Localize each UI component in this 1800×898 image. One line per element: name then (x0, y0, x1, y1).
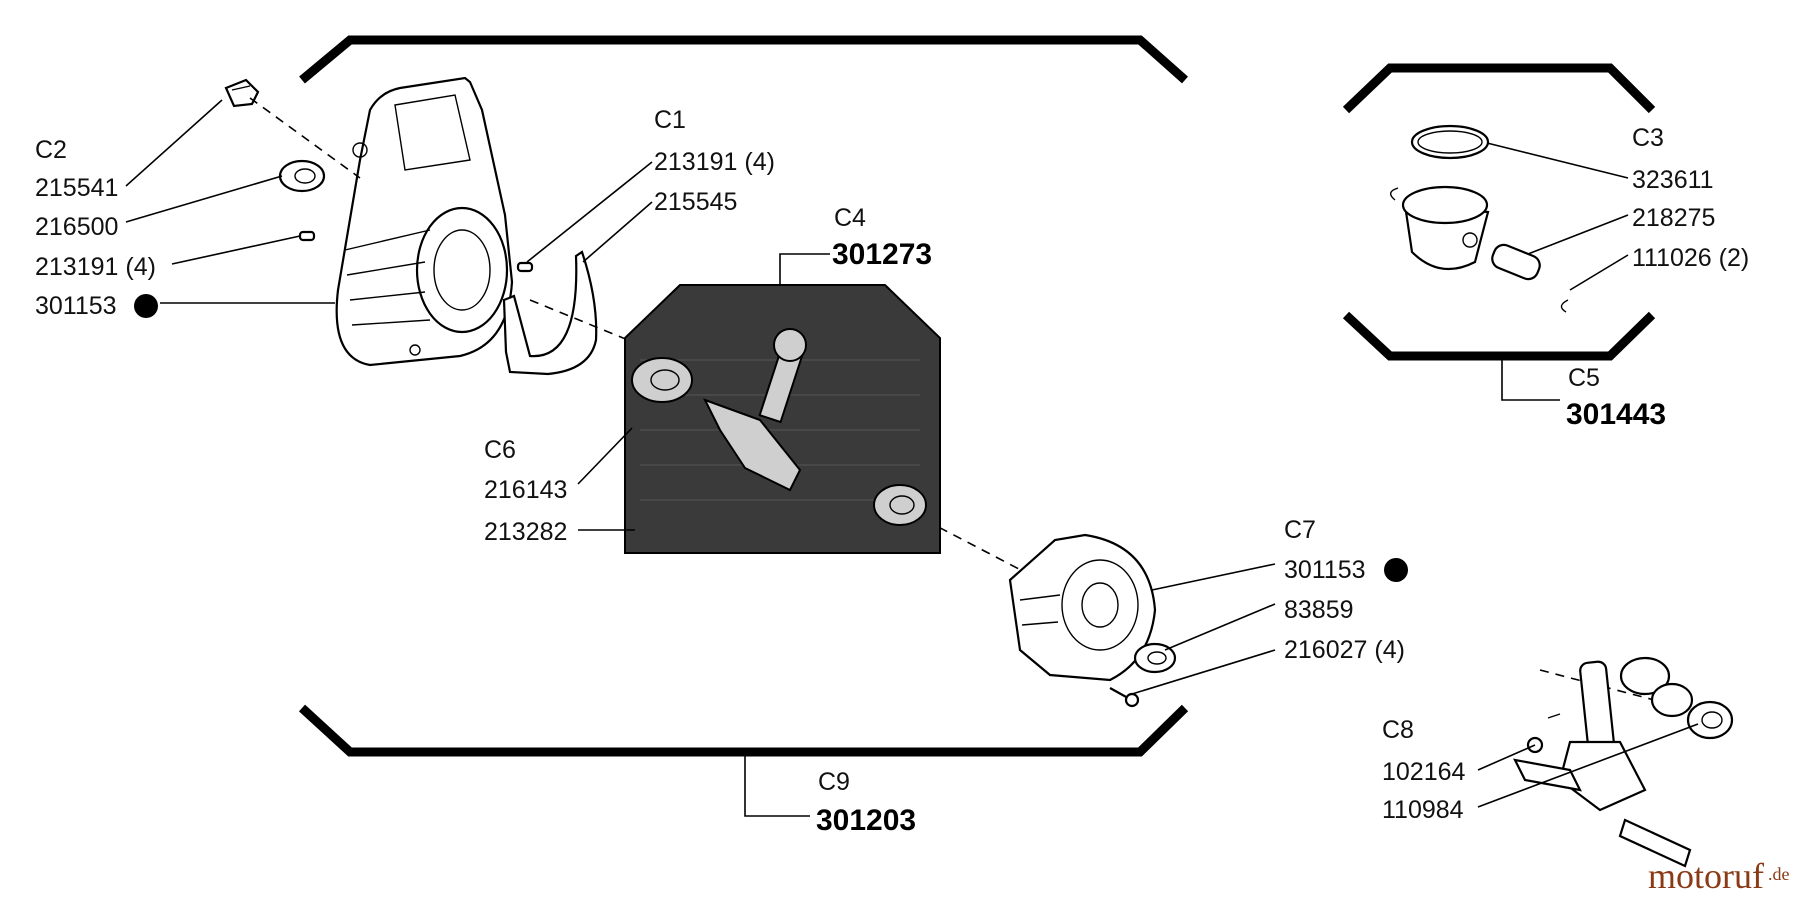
crankshaft-kit-block (624, 270, 941, 554)
callout-c3-part-3: 111026 (2) (1632, 244, 1749, 272)
leader-c7-3 (1131, 649, 1276, 695)
callout-c9-code: C9 (818, 768, 850, 796)
callout-c8-part-1: 102164 (1382, 758, 1466, 786)
filled-circle-icon (134, 294, 158, 318)
callout-c2-part-2: 216500 (35, 213, 118, 241)
callout-c5-kit: 301443 (1566, 398, 1666, 431)
leader-c8-1 (1477, 744, 1536, 771)
leader-c6-1 (577, 427, 633, 485)
leader-c9 (744, 752, 810, 817)
callout-c1-part-2: 215545 (654, 188, 737, 216)
kit-bracket-c9-top (299, 35, 1188, 84)
callout-c2-code: C2 (35, 136, 67, 164)
leader-c3-2 (1527, 214, 1629, 255)
assembly-line-4 (1539, 669, 1701, 713)
assembly-line-1 (249, 97, 361, 179)
leader-c5 (1501, 356, 1560, 401)
callout-c3-part-1: 323611 (1632, 166, 1714, 194)
callout-c2-part-1: 215541 (35, 174, 118, 202)
gasket-part (502, 250, 598, 376)
callout-c7-part-3: 216027 (4) (1284, 636, 1405, 664)
plug-part (224, 78, 260, 108)
piston-ring (1410, 124, 1490, 160)
callout-c8-part-2: 110984 (1382, 796, 1464, 824)
seal-ring-left (278, 159, 326, 193)
circlip-right (1560, 299, 1569, 313)
callout-c7-part-1: 301153 (1284, 556, 1366, 584)
callout-c7-part-2: 83859 (1284, 596, 1354, 624)
watermark-suffix: .de (1768, 864, 1790, 884)
callout-c4-code: C4 (834, 204, 866, 232)
dowel-pin-c1 (516, 261, 534, 273)
seal-ring-right (1133, 642, 1177, 674)
callout-c1-code: C1 (654, 106, 686, 134)
piston-pin (1491, 243, 1541, 281)
leader-c8-2 (1477, 723, 1699, 808)
callout-c4-kit: 301273 (832, 238, 932, 271)
kit-bracket-c9-bottom (298, 704, 1189, 757)
leader-c1-1 (526, 161, 653, 263)
crankshaft-assembly (1513, 656, 1734, 868)
crankcase-half (1008, 533, 1157, 682)
circlip-left (1390, 187, 1399, 201)
leader-c1-2 (582, 201, 653, 263)
kit-bracket-c5-bottom (1342, 311, 1656, 361)
callout-c2-part-4: 301153 (35, 292, 117, 320)
screw-part (1109, 687, 1140, 708)
kit-bracket-c5-top (1342, 63, 1656, 114)
callout-c9-kit: 301203 (816, 804, 916, 837)
callout-c3-code: C3 (1632, 124, 1664, 152)
callout-c6-part-2: 213282 (484, 518, 567, 546)
watermark-logo: motoruf (1648, 856, 1764, 896)
assembly-line-2 (529, 299, 629, 341)
leader-c7-2 (1164, 603, 1276, 651)
leader-c3-3 (1569, 254, 1629, 291)
callout-c5-code: C5 (1568, 364, 1600, 392)
leader-c2-2 (125, 175, 283, 223)
cylinder-housing (335, 76, 514, 367)
callout-c7-code: C7 (1284, 516, 1316, 544)
filled-circle-icon (1384, 558, 1408, 582)
callout-c2-part-3: 213191 (4) (35, 253, 156, 281)
dowel-pin-left (298, 230, 316, 242)
piston (1401, 185, 1490, 271)
leader-c2-3 (171, 235, 301, 265)
leader-c2-1 (125, 99, 223, 187)
piston-ring-inner (1417, 130, 1483, 154)
assembly-line-3 (924, 519, 1041, 581)
callout-c6-code: C6 (484, 436, 516, 464)
leader-c3-1 (1486, 142, 1629, 179)
callout-c3-part-2: 218275 (1632, 204, 1715, 232)
leader-c7-1 (1151, 563, 1276, 591)
leader-c4 (779, 253, 830, 270)
callout-c6-part-1: 216143 (484, 476, 567, 504)
callout-c1-part-1: 213191 (4) (654, 148, 775, 176)
callout-c8-code: C8 (1382, 716, 1414, 744)
